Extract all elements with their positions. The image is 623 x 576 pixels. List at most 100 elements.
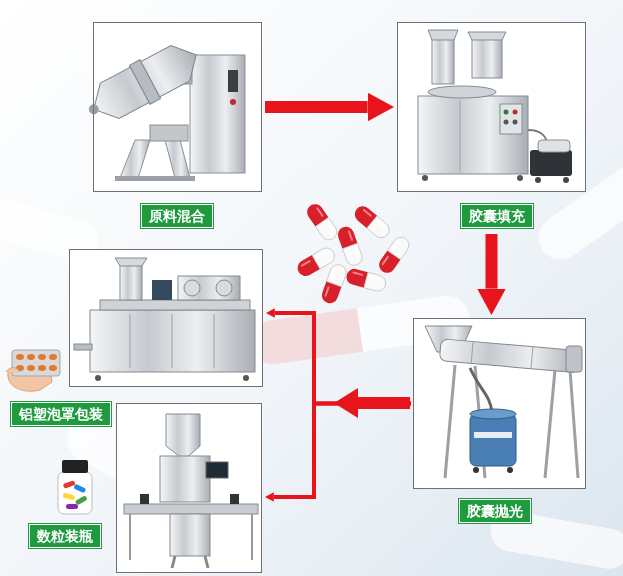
blister-pack-icon-part bbox=[49, 365, 57, 371]
blister-machine-illustration-part bbox=[152, 280, 172, 300]
process-box: 胶囊抛光 bbox=[413, 318, 586, 489]
blister-pack-icon-part bbox=[27, 365, 35, 371]
filling-machine-illustration-part bbox=[517, 175, 523, 181]
filling-machine-illustration-part bbox=[428, 30, 458, 40]
process-box: 原料混合 bbox=[93, 22, 262, 192]
background-part-part-part bbox=[248, 308, 363, 367]
blister-machine-illustration-part bbox=[184, 280, 200, 296]
filling-machine-illustration-part bbox=[535, 177, 541, 183]
mixer-illustration-part bbox=[120, 140, 150, 178]
mixer-illustration-part bbox=[150, 125, 188, 141]
blister-machine-illustration-part bbox=[214, 314, 215, 368]
filling-machine-illustration-part bbox=[468, 32, 506, 40]
bottle-icon-part bbox=[66, 504, 78, 509]
blister-machine-illustration bbox=[69, 249, 263, 387]
blister-machine-illustration-part bbox=[90, 310, 255, 372]
counting-machine-illustration-part bbox=[172, 556, 175, 568]
capsule-cluster-part bbox=[320, 262, 349, 305]
counting-machine-illustration-part bbox=[206, 462, 228, 478]
filling-machine-illustration-part bbox=[530, 150, 572, 176]
bottle-icon-part bbox=[62, 493, 75, 501]
flow-arrow bbox=[274, 404, 411, 498]
blister-machine-illustration-part bbox=[216, 280, 232, 296]
blister-machine-illustration-part bbox=[243, 375, 249, 381]
blister-machine-illustration-part bbox=[100, 300, 250, 310]
polishing-machine-illustration-part bbox=[470, 368, 492, 412]
mixer-illustration-part bbox=[79, 35, 206, 131]
filling-machine-illustration-part bbox=[428, 86, 496, 98]
blister-pack-icon-part bbox=[6, 368, 20, 373]
capsule-cluster bbox=[295, 201, 412, 306]
capsule-cluster-part bbox=[345, 267, 388, 293]
step-label: 胶囊填充 bbox=[461, 204, 533, 228]
bottle-icon-part bbox=[63, 480, 76, 489]
counting-machine-illustration-part bbox=[140, 494, 149, 504]
blister-machine-illustration-part bbox=[130, 314, 131, 368]
polishing-machine-illustration-part bbox=[439, 339, 580, 373]
process-box: 铝塑泡罩包装 bbox=[69, 249, 263, 387]
filling-machine-illustration-part bbox=[432, 34, 454, 84]
polishing-machine-illustration-part bbox=[566, 346, 582, 372]
mixer-illustration-part bbox=[190, 55, 245, 173]
filling-machine-illustration-part bbox=[504, 120, 509, 125]
mixer-illustration bbox=[79, 22, 262, 192]
counting-machine-illustration-part bbox=[205, 556, 208, 568]
mixer-illustration-part bbox=[115, 176, 195, 181]
filling-machine-illustration-part bbox=[397, 22, 586, 192]
blister-pack-icon-part bbox=[49, 354, 57, 360]
filling-machine-illustration bbox=[397, 22, 586, 192]
blister-machine-illustration-part bbox=[74, 344, 92, 350]
polishing-machine-illustration-part bbox=[470, 414, 516, 466]
counting-machine-illustration-part bbox=[124, 504, 258, 514]
polishing-machine-illustration-part-part bbox=[439, 339, 580, 373]
flow-arrow bbox=[265, 101, 368, 113]
filling-machine-illustration-part bbox=[500, 104, 522, 134]
polishing-machine-illustration-part bbox=[570, 370, 578, 478]
filling-machine-illustration-part bbox=[472, 38, 502, 78]
filling-machine-illustration-part bbox=[538, 140, 570, 152]
process-box: 胶囊填充 bbox=[397, 22, 586, 192]
bottle-icon-part bbox=[73, 484, 86, 494]
polishing-machine-illustration-part bbox=[413, 318, 586, 489]
blister-machine-illustration-part bbox=[178, 276, 240, 300]
mixer-illustration-part bbox=[165, 140, 190, 178]
polishing-machine-illustration-part bbox=[470, 409, 516, 419]
mixer-illustration-part bbox=[228, 70, 238, 92]
polishing-machine-illustration-part-part bbox=[531, 347, 533, 369]
filling-machine-illustration-part bbox=[504, 110, 509, 115]
blister-pack-icon-part bbox=[38, 365, 46, 371]
mixer-illustration-part-part bbox=[129, 60, 160, 104]
blister-pack-icon-part bbox=[16, 354, 24, 360]
polishing-machine-illustration-part bbox=[474, 432, 512, 438]
polishing-machine-illustration-part bbox=[545, 370, 555, 478]
blister-machine-illustration-part bbox=[120, 262, 142, 300]
bottle-icon-part bbox=[75, 495, 88, 505]
polishing-machine-illustration-part bbox=[473, 467, 479, 473]
mixer-illustration-part bbox=[230, 99, 236, 105]
blister-machine-illustration-part bbox=[115, 258, 147, 266]
capsule-cluster-part bbox=[304, 201, 340, 243]
step-label: 铝塑泡罩包装 bbox=[11, 402, 111, 426]
polishing-machine-illustration-part bbox=[507, 467, 513, 473]
blister-machine-illustration-part bbox=[172, 314, 173, 368]
blister-pack-icon bbox=[6, 350, 60, 391]
flow-arrow bbox=[486, 234, 498, 289]
bottle-icon-part bbox=[62, 460, 88, 473]
mixer-illustration-part-part bbox=[84, 37, 205, 127]
counting-machine-illustration-part bbox=[251, 514, 253, 560]
process-box: 数粒装瓶 bbox=[116, 403, 262, 573]
step-label: 数粒装瓶 bbox=[29, 524, 101, 548]
step-label: 原料混合 bbox=[141, 204, 213, 228]
background-part-part-part bbox=[317, 308, 363, 357]
capsule-cluster-part bbox=[336, 224, 365, 267]
capsule-cluster-part bbox=[352, 203, 393, 241]
background-part bbox=[0, 152, 623, 572]
polishing-machine-illustration-part bbox=[445, 365, 455, 478]
counting-machine-illustration-part bbox=[129, 514, 131, 560]
filling-machine-illustration-part bbox=[460, 100, 461, 172]
counting-machine-illustration bbox=[116, 403, 262, 573]
counting-machine-illustration-part bbox=[166, 414, 200, 460]
